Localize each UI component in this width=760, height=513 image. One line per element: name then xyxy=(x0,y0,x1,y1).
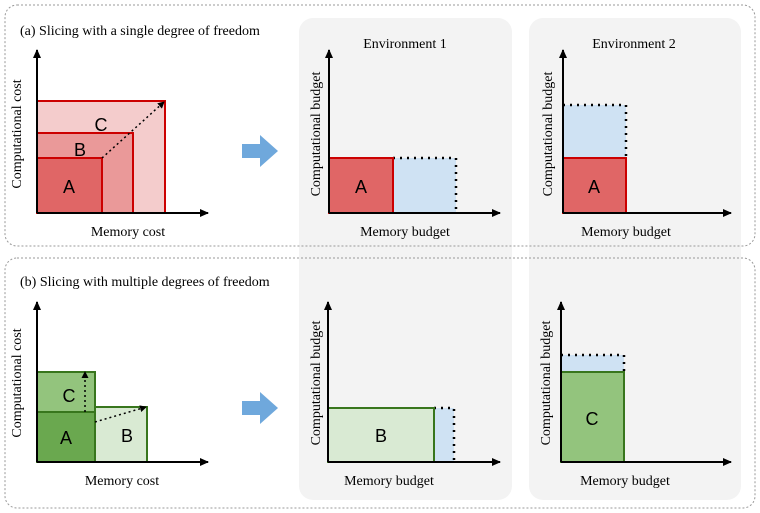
growth-arrow-a xyxy=(101,101,165,159)
panel-b-caption: (b) Slicing with multiple degrees of fre… xyxy=(20,275,270,290)
box-c-env2 xyxy=(560,371,625,463)
panel-b-border xyxy=(4,257,756,509)
label-b-env1: B xyxy=(375,426,387,446)
y-axis-label-env2-b: Computational budget xyxy=(539,320,554,445)
budget-outline-env1-a xyxy=(393,156,458,213)
x-axis-label-env1-a: Memory budget xyxy=(360,225,450,240)
budget-slack-env1-a xyxy=(393,158,456,213)
env1-panel xyxy=(299,18,512,500)
x-axis-label-env2-a: Memory budget xyxy=(581,225,671,240)
x-axis-label-env2-b: Memory budget xyxy=(580,474,670,489)
box-a-env2 xyxy=(562,157,627,214)
x-axis-label-b: Memory cost xyxy=(85,474,159,489)
label-a-env1: A xyxy=(355,177,367,197)
x-axis-label-a: Memory cost xyxy=(91,225,165,240)
box-a-green xyxy=(36,411,96,463)
transition-arrow-a xyxy=(242,135,278,167)
y-axis-label-a: Computational cost xyxy=(10,79,25,188)
budget-outline-env2-b xyxy=(561,353,626,372)
box-b-env1 xyxy=(327,407,435,463)
env2-title: Environment 2 xyxy=(592,37,676,52)
growth-arrow-b-right xyxy=(94,405,147,423)
budget-slack-env2-a xyxy=(563,105,626,158)
panel-a-caption: (a) Slicing with a single degree of free… xyxy=(20,24,260,39)
label-b-red: B xyxy=(74,140,86,160)
y-axis-label-env2-a: Computational budget xyxy=(541,71,556,196)
label-b-green: B xyxy=(121,426,133,446)
label-c-env2: C xyxy=(586,409,599,429)
budget-outline-env2-a xyxy=(563,103,628,158)
budget-outline-env1-b xyxy=(434,406,456,462)
budget-slack-env2-b xyxy=(561,355,624,372)
label-c-red: C xyxy=(95,115,108,135)
budget-slack-env1-b xyxy=(434,408,454,462)
y-axis-label-env1-a: Computational budget xyxy=(309,71,324,196)
label-a-env2: A xyxy=(588,177,600,197)
y-axis-label-b: Computational cost xyxy=(10,328,25,437)
env1-title: Environment 1 xyxy=(363,37,447,52)
transition-arrow-b xyxy=(242,392,278,424)
label-c-green: C xyxy=(63,386,76,406)
box-a-env1 xyxy=(328,157,394,214)
x-axis-label-env1-b: Memory budget xyxy=(344,474,434,489)
label-a-green: A xyxy=(60,428,72,448)
y-axis-label-env1-b: Computational budget xyxy=(309,320,324,445)
label-a-red: A xyxy=(63,177,75,197)
panel-a-border xyxy=(4,4,756,247)
